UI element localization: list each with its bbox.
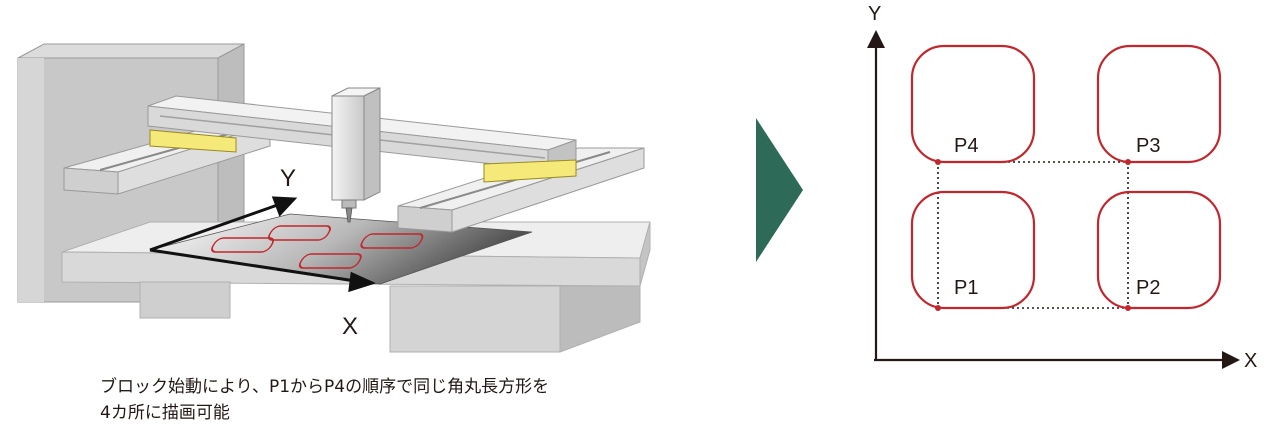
point-p1 [935, 305, 941, 311]
label-p1: P1 [954, 277, 978, 299]
point-p2 [1125, 305, 1131, 311]
point-p4 [935, 159, 941, 165]
sheet-shape-1 [211, 237, 274, 253]
plot-axis-x-label: X [1244, 350, 1257, 372]
label-p3: P3 [1136, 135, 1160, 157]
caption-line-2: 4カ所に描画可能 [100, 403, 230, 423]
caption-line-1: ブロック始動により、P1からP4の順序で同じ角丸長方形を [100, 377, 550, 397]
caption: ブロック始動により、P1からP4の順序で同じ角丸長方形を 4カ所に描画可能 [100, 374, 549, 426]
back-wall [17, 43, 245, 303]
machine-axis-y-label: Y [280, 165, 296, 192]
dotted-path [937, 161, 1129, 309]
machine-illustration: Y X [17, 43, 651, 353]
point-p3 [1125, 159, 1131, 165]
sheet-shapes [211, 225, 424, 269]
gantry-rail-blocks [149, 129, 577, 183]
sheet-axis-arrows [149, 196, 377, 293]
coordinate-plot: Y X P4 P3 P1 P2 [867, 3, 1257, 372]
machine-axis-x-label: X [342, 313, 358, 340]
dispensing-head [331, 87, 381, 223]
label-p2: P2 [1136, 277, 1160, 299]
shape-p1 [910, 190, 1036, 310]
sheet-shape-4 [360, 233, 424, 249]
sheet-shape-3 [298, 253, 362, 269]
label-p4: P4 [954, 135, 978, 157]
shape-p4 [910, 44, 1036, 164]
transition-arrow-icon [756, 118, 803, 262]
plot-axis-y-label: Y [868, 3, 881, 25]
shape-p2 [1096, 190, 1222, 310]
sheet-shape-2 [268, 225, 331, 241]
shape-p3 [1096, 44, 1222, 164]
plot-axes [867, 30, 1240, 369]
